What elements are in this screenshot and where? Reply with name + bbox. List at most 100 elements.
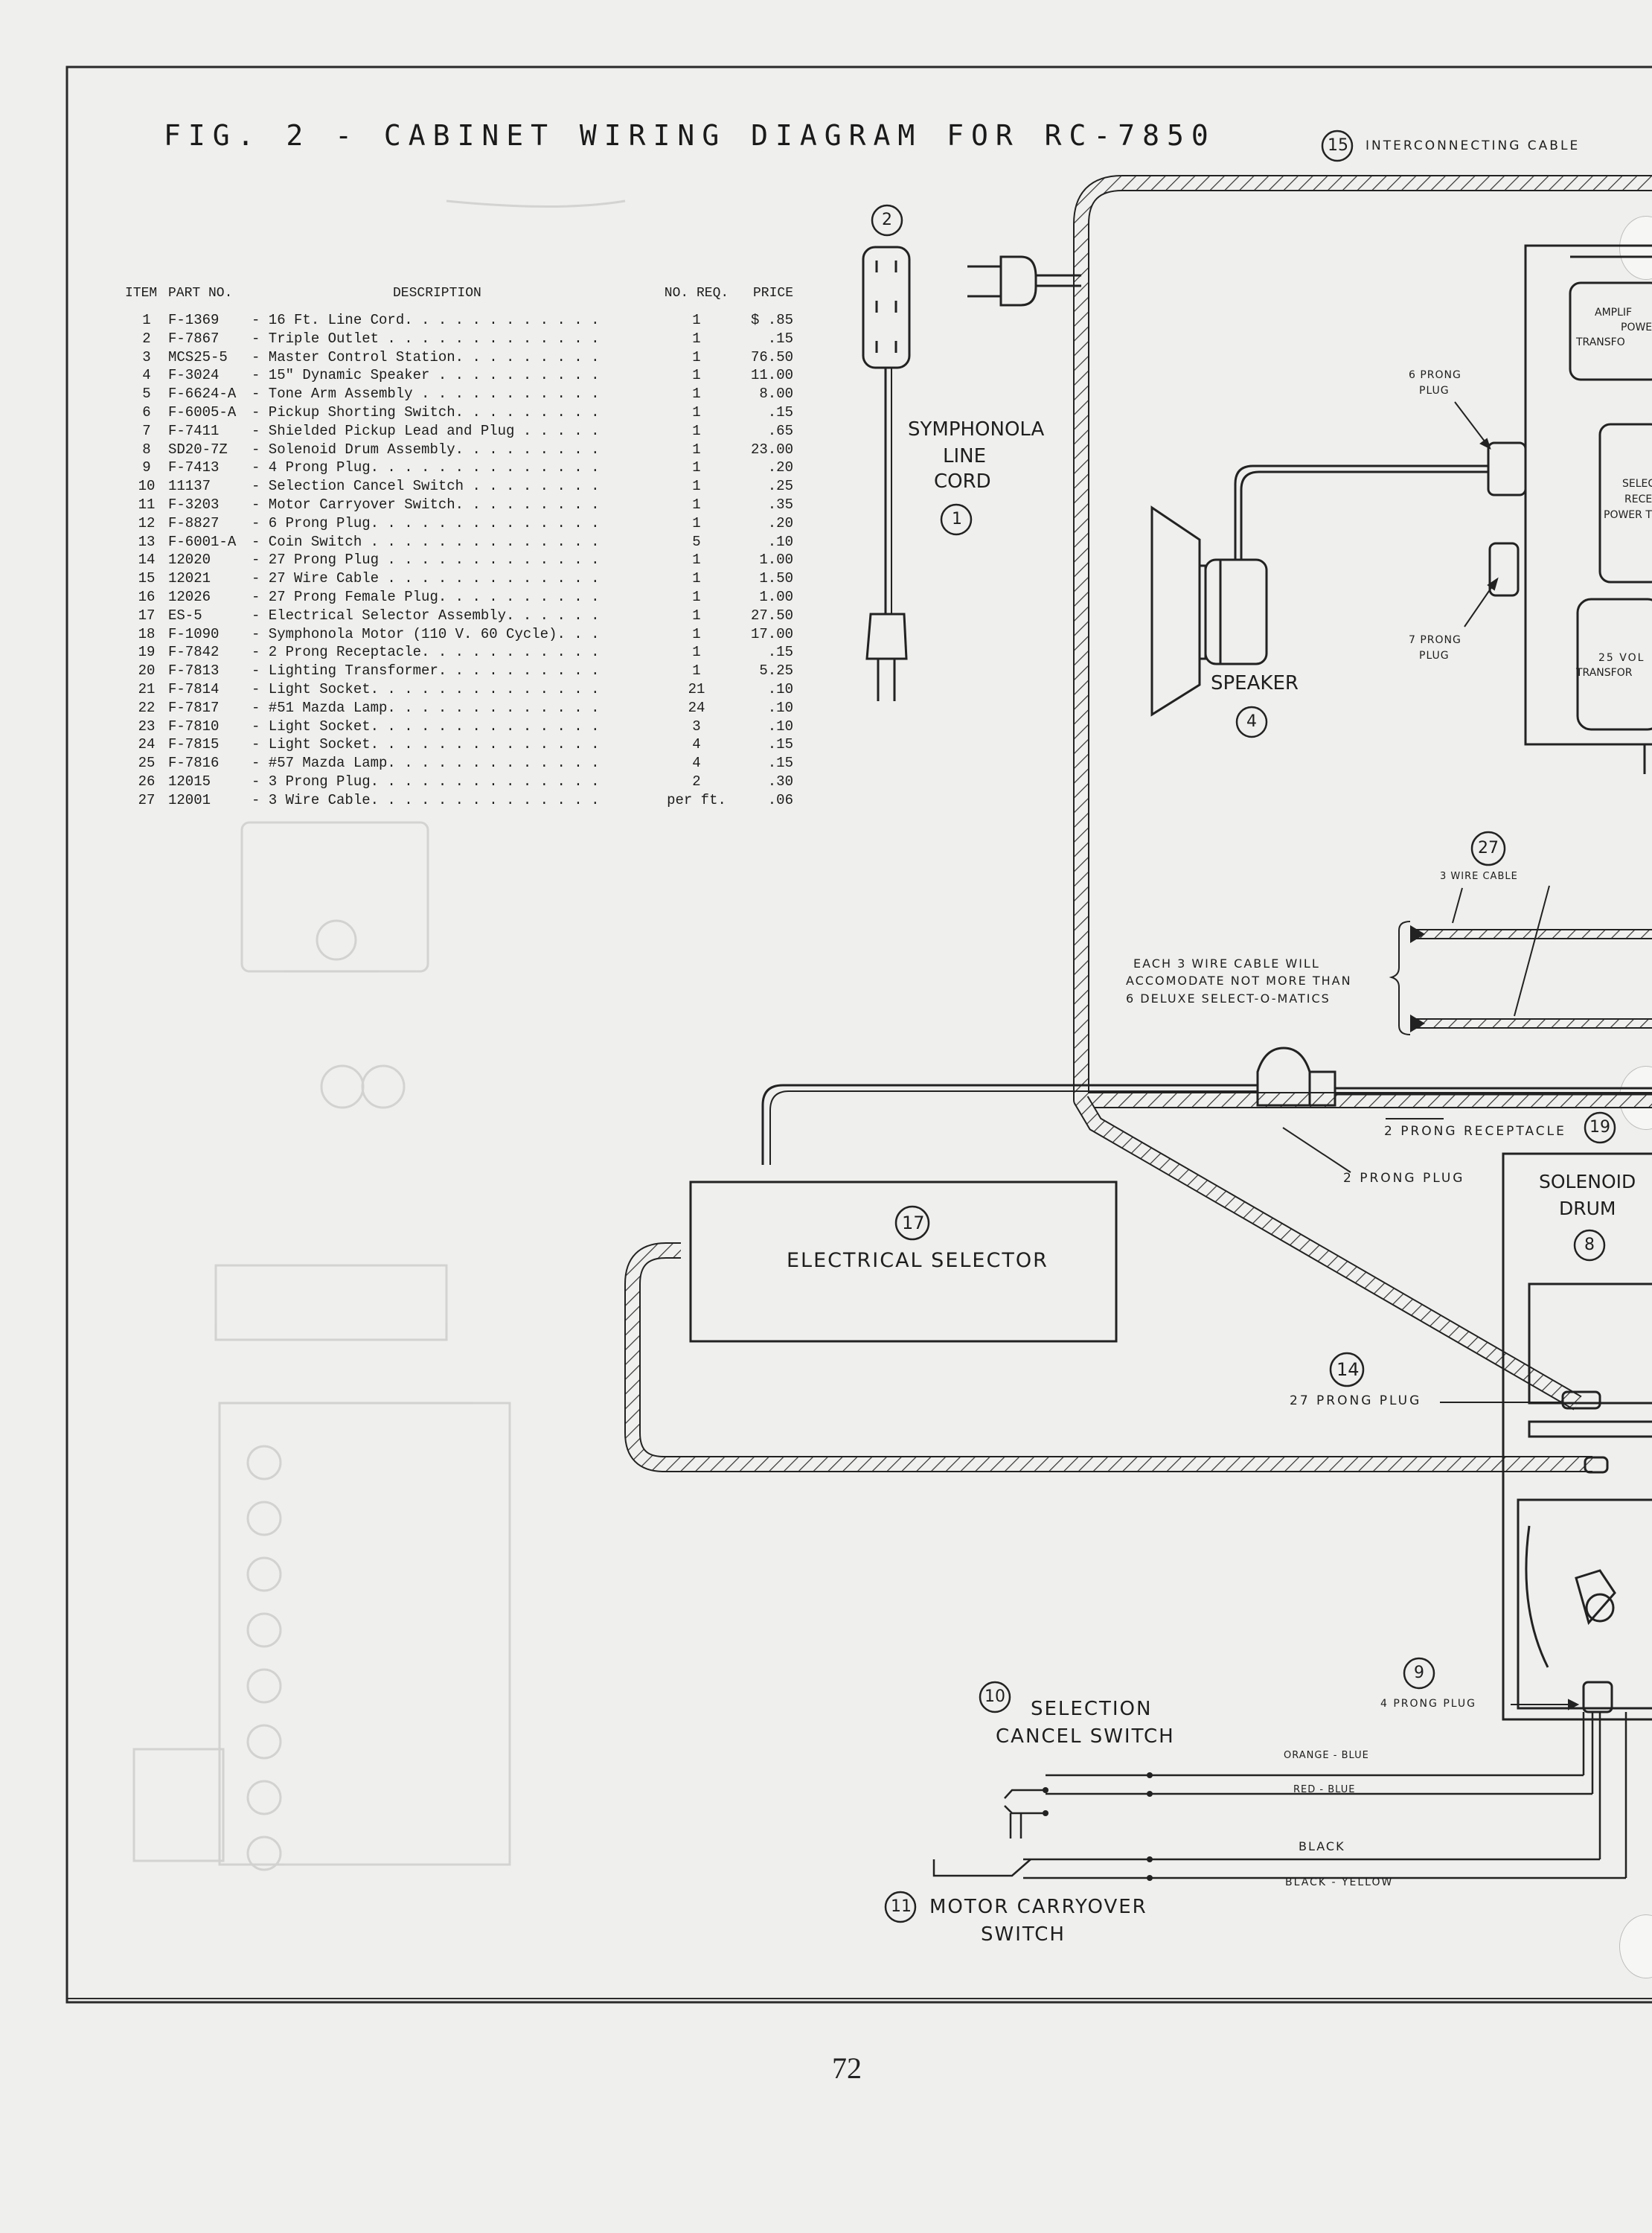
cell-item: 5: [142, 386, 151, 403]
cell-item: 18: [138, 625, 156, 642]
callout-8: 8: [1584, 1236, 1595, 1254]
cell-description: - 27 Prong Plug . . . . . . . . . . . . …: [252, 552, 600, 569]
cell-no-req: 5: [692, 533, 701, 550]
label-amp-transformer-1: AMPLIF: [1595, 307, 1633, 319]
electrical-selector-box: [689, 1181, 1118, 1343]
cell-item: 7: [142, 422, 151, 439]
label-wire-orange-blue: ORANGE - BLUE: [1284, 1750, 1369, 1761]
label-motor-carryover: MOTOR CARRYOVER: [929, 1896, 1147, 1918]
callout-circle-9: [1403, 1657, 1435, 1690]
callout-1: 1: [952, 510, 962, 528]
line-cord-plug: [865, 613, 908, 701]
cell-price: .15: [767, 644, 793, 661]
cell-no-req: 1: [692, 348, 701, 365]
cell-description: - 2 Prong Receptacle. . . . . . . . . . …: [252, 644, 600, 661]
cell-price: .06: [767, 791, 793, 808]
cell-part-no: F-7411: [168, 422, 220, 439]
cell-no-req: 4: [692, 755, 701, 772]
callout-circle-27: [1470, 831, 1506, 866]
cell-item: 26: [138, 773, 156, 790]
cell-description: - Pickup Shorting Switch. . . . . . . . …: [252, 403, 600, 421]
cell-no-req: 1: [692, 496, 701, 513]
label-4-prong-plug: 4 PRONG PLUG: [1380, 1698, 1476, 1710]
header-item: ITEM: [125, 286, 158, 301]
callout-circle-8: [1573, 1229, 1606, 1262]
cell-price: .15: [767, 403, 793, 421]
label-7-prong-line2: PLUG: [1419, 650, 1450, 662]
cell-no-req: 21: [688, 680, 705, 697]
cell-description: - 3 Prong Plug. . . . . . . . . . . . . …: [252, 773, 600, 790]
label-interconnecting-cable: INTERCONNECTING CABLE: [1366, 138, 1581, 153]
cell-item: 12: [138, 514, 156, 531]
cell-part-no: F-6001-A: [168, 533, 237, 550]
cell-description: - Light Socket. . . . . . . . . . . . . …: [252, 680, 600, 697]
cell-description: - #57 Mazda Lamp. . . . . . . . . . . . …: [252, 755, 600, 772]
cell-item: 2: [142, 330, 151, 347]
cell-price: 1.00: [759, 552, 793, 569]
cell-description: - Triple Outlet . . . . . . . . . . . . …: [252, 330, 600, 347]
cell-no-req: 1: [692, 552, 701, 569]
cell-price: 23.00: [750, 441, 793, 458]
callout-15: 15: [1328, 136, 1348, 155]
cell-price: .15: [767, 736, 793, 753]
label-selection: SELECTION: [1031, 1698, 1153, 1720]
cell-part-no: F-7867: [168, 330, 220, 347]
cell-no-req: 24: [688, 699, 705, 716]
cell-no-req: 4: [692, 736, 701, 753]
callout-circle-1: [940, 503, 973, 536]
label-wire-black: BLACK: [1299, 1839, 1345, 1853]
label-25v-transformer-2: TRANSFOR: [1576, 667, 1633, 679]
cell-item: 8: [142, 441, 151, 458]
callout-4: 4: [1246, 712, 1257, 731]
callout-2: 2: [882, 211, 892, 229]
outlet-plug: [967, 255, 1081, 307]
callout-27: 27: [1478, 839, 1499, 857]
cell-part-no: F-8827: [168, 514, 220, 531]
cell-part-no: SD20-7Z: [168, 441, 228, 458]
cell-price: .25: [767, 478, 793, 495]
figure-title: FIG. 2 - CABINET WIRING DIAGRAM FOR RC-7…: [164, 119, 1216, 152]
cell-description: - Solenoid Drum Assembly. . . . . . . . …: [252, 441, 600, 458]
cell-part-no: 12021: [168, 570, 211, 587]
cell-part-no: F-3024: [168, 367, 220, 384]
cell-no-req: 1: [692, 330, 701, 347]
cell-part-no: F-7816: [168, 755, 220, 772]
cell-part-no: F-6005-A: [168, 403, 237, 421]
receptacle-lamp: [1256, 1047, 1652, 1107]
cell-no-req: 1: [692, 514, 701, 531]
cell-price: .20: [767, 514, 793, 531]
cell-item: 23: [138, 718, 156, 735]
cell-description: - 3 Wire Cable. . . . . . . . . . . . . …: [252, 791, 600, 808]
label-symphonola: SYMPHONOLA: [908, 418, 1045, 441]
cell-item: 6: [142, 403, 151, 421]
cell-no-req: 1: [692, 386, 701, 403]
cell-price: .10: [767, 533, 793, 550]
cell-item: 21: [138, 680, 156, 697]
cell-part-no: F-7842: [168, 644, 220, 661]
callout-circle-4: [1235, 706, 1268, 738]
cell-price: .30: [767, 773, 793, 790]
cell-item: 14: [138, 552, 156, 569]
callout-circle-2: [871, 204, 903, 237]
cell-no-req: 1: [692, 312, 701, 328]
label-cancel-switch: CANCEL SWITCH: [996, 1725, 1175, 1748]
page-number: 72: [832, 2051, 862, 2085]
cell-price: 27.50: [750, 607, 793, 624]
callout-circle-11: [884, 1891, 917, 1923]
cell-price: 1.00: [759, 588, 793, 605]
cell-description: - 16 Ft. Line Cord. . . . . . . . . . . …: [252, 312, 600, 328]
cell-item: 17: [138, 607, 156, 624]
